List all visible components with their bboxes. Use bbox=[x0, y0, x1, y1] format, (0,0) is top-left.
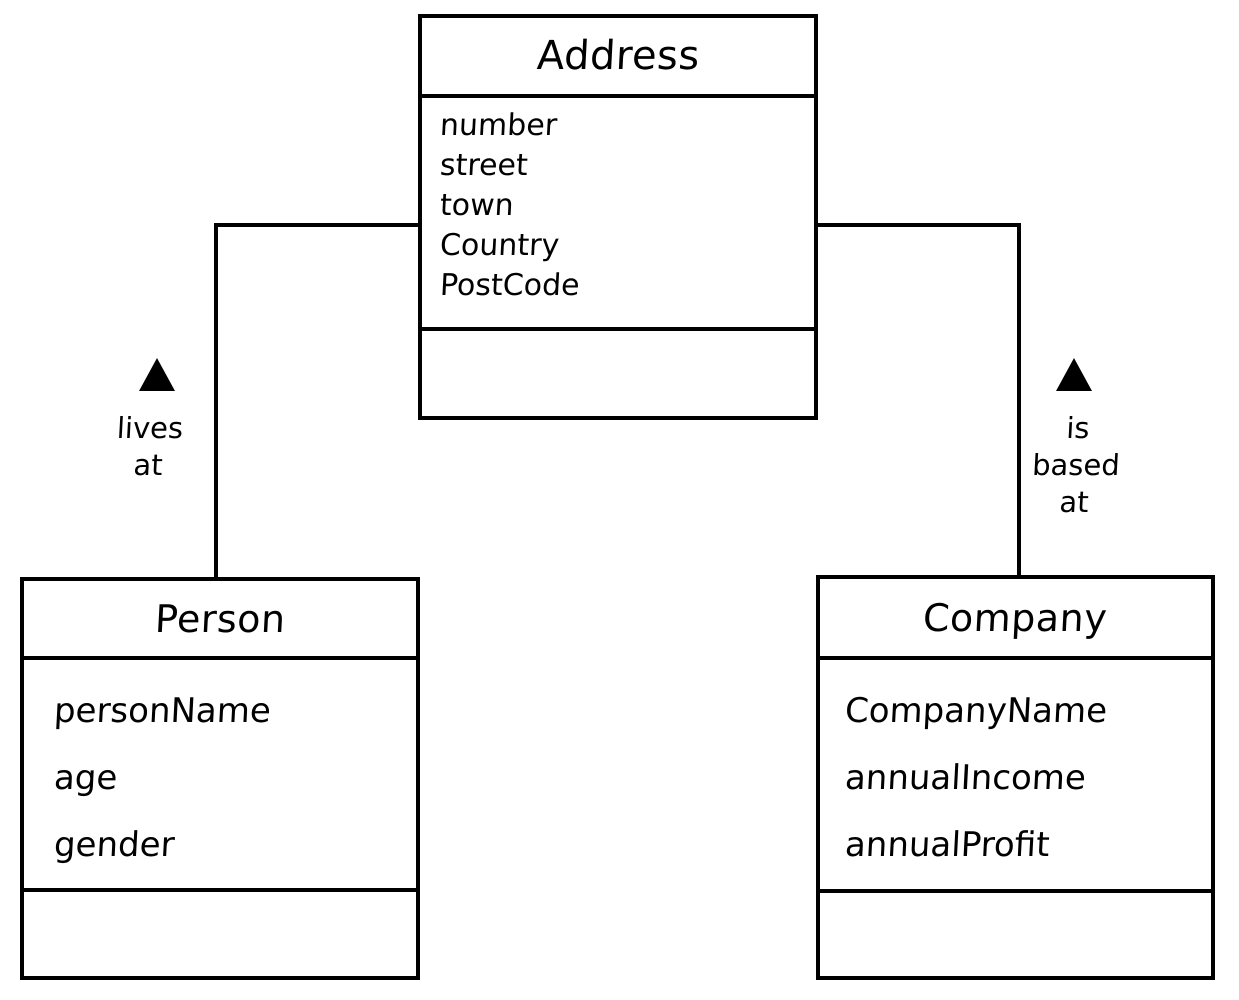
class-box-company[interactable]: Company CompanyName annualIncome annualP… bbox=[816, 575, 1215, 980]
attribute-item: age bbox=[52, 758, 119, 798]
relationship-label-lives-at: lives at bbox=[115, 411, 184, 482]
class-attributes-section-company: CompanyName annualIncome annualProfit bbox=[820, 660, 1211, 893]
class-attributes-section-address: number street town Country PostCode bbox=[422, 98, 814, 331]
attribute-item: annualIncome bbox=[843, 758, 1087, 798]
attribute-item: CompanyName bbox=[843, 691, 1109, 731]
class-operations-section-company bbox=[820, 893, 1211, 972]
attribute-item: PostCode bbox=[439, 268, 581, 303]
connector-lives-at-horizontal bbox=[214, 223, 420, 227]
arrowhead-lives-at bbox=[139, 358, 175, 391]
attribute-item: personName bbox=[52, 691, 272, 731]
class-title-section-company: Company bbox=[820, 579, 1211, 660]
attribute-item: town bbox=[439, 188, 515, 223]
class-box-address[interactable]: Address number street town Country PostC… bbox=[418, 14, 818, 420]
attribute-item: annualProfit bbox=[843, 825, 1051, 865]
connector-is-based-at-vertical bbox=[1017, 223, 1021, 579]
attribute-item: Country bbox=[439, 228, 561, 263]
attribute-item: street bbox=[439, 148, 529, 183]
attribute-item: gender bbox=[52, 825, 176, 865]
arrowhead-is-based-at bbox=[1056, 358, 1092, 391]
class-box-person[interactable]: Person personName age gender bbox=[20, 577, 420, 980]
class-title-section-person: Person bbox=[24, 581, 416, 660]
class-attributes-section-person: personName age gender bbox=[24, 660, 416, 892]
class-operations-section-person bbox=[24, 892, 416, 972]
attribute-item: number bbox=[439, 108, 559, 143]
relationship-label-is-based-at: is based at bbox=[1031, 411, 1121, 519]
connector-lives-at-vertical bbox=[214, 223, 218, 581]
class-name-person: Person bbox=[153, 596, 287, 641]
class-title-section-address: Address bbox=[422, 18, 814, 98]
class-name-company: Company bbox=[922, 595, 1109, 640]
class-name-address: Address bbox=[535, 33, 701, 79]
class-operations-section-address bbox=[422, 331, 814, 416]
connector-is-based-at-horizontal bbox=[816, 223, 1021, 227]
